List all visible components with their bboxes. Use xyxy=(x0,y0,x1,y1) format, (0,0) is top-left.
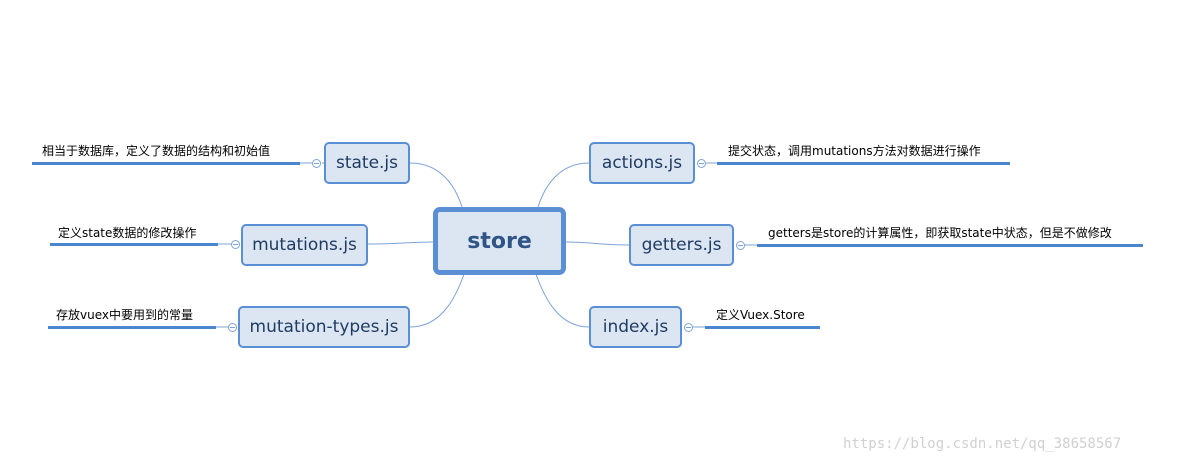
watermark: https://blog.csdn.net/qq_38658567 xyxy=(843,436,1122,452)
collapse-toggle-icon[interactable] xyxy=(228,323,237,332)
collapse-toggle-icon[interactable] xyxy=(697,159,706,168)
node-mutations[interactable]: mutations.js xyxy=(241,224,368,266)
node-label: state.js xyxy=(335,153,399,173)
note-underline xyxy=(48,326,216,329)
node-label: getters.js xyxy=(641,235,722,255)
note-underline xyxy=(705,326,820,329)
note-underline xyxy=(717,162,1010,165)
connector-getters xyxy=(565,241,630,246)
note-state: 相当于数据库，定义了数据的结构和初始值 xyxy=(42,144,271,158)
node-label: mutations.js xyxy=(252,235,357,255)
connector-actions xyxy=(537,162,590,208)
note-getters: getters是store的计算属性，即获取state中状态，但是不做修改 xyxy=(768,226,1112,240)
collapse-toggle-icon[interactable] xyxy=(736,241,745,250)
node-mutation-types[interactable]: mutation-types.js xyxy=(238,306,410,348)
note-underline xyxy=(32,162,300,165)
root-label: store xyxy=(467,228,532,254)
node-index[interactable]: index.js xyxy=(589,306,682,348)
connector-mutation-types xyxy=(409,273,465,328)
connector-state xyxy=(409,162,463,208)
node-label: index.js xyxy=(602,317,669,337)
collapse-toggle-icon[interactable] xyxy=(231,240,240,249)
note-mutations: 定义state数据的修改操作 xyxy=(58,226,197,240)
collapse-toggle-icon[interactable] xyxy=(684,323,693,332)
connector-index xyxy=(535,273,590,328)
node-actions[interactable]: actions.js xyxy=(589,142,695,184)
node-state[interactable]: state.js xyxy=(324,142,410,184)
collapse-toggle-icon[interactable] xyxy=(312,159,321,168)
node-getters[interactable]: getters.js xyxy=(629,224,734,266)
node-label: actions.js xyxy=(601,153,683,173)
note-index: 定义Vuex.Store xyxy=(716,308,805,322)
note-underline xyxy=(757,244,1143,247)
note-underline xyxy=(50,243,218,246)
note-mutation-types: 存放vuex中要用到的常量 xyxy=(56,308,193,322)
root-node-store[interactable]: store xyxy=(433,207,566,275)
node-label: mutation-types.js xyxy=(249,317,399,337)
note-actions: 提交状态，调用mutations方法对数据进行操作 xyxy=(728,144,981,158)
connector-mutations xyxy=(367,241,434,245)
